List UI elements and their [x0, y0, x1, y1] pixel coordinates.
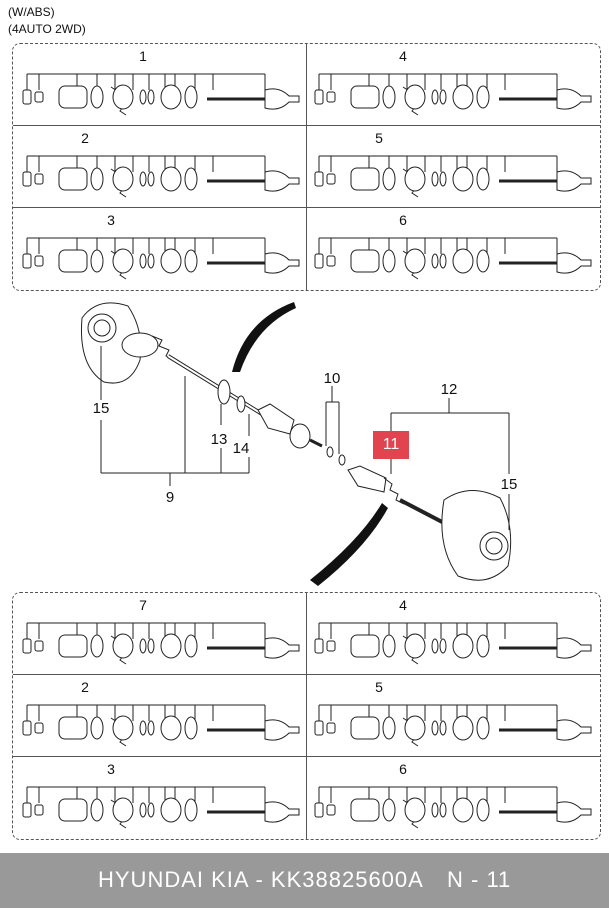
decorative-arc — [232, 302, 296, 372]
left-shaft-highlight — [167, 355, 263, 415]
kit-cell[interactable]: 3 — [15, 757, 309, 843]
driveshaft-kit-icon — [22, 237, 300, 280]
driveshaft-kit-icon — [314, 622, 592, 665]
dust-cover[interactable] — [217, 379, 231, 405]
group-divider — [13, 674, 600, 675]
kit-number: 4 — [399, 597, 407, 613]
right-inner-joint[interactable] — [347, 465, 405, 505]
group-divider — [306, 593, 307, 839]
callout-14: 14 — [232, 440, 250, 457]
driveshaft-kit-icon — [22, 155, 300, 198]
kit-number: 6 — [399, 212, 407, 228]
kit-number: 4 — [399, 48, 407, 64]
kit-cell[interactable]: 3 — [15, 208, 309, 294]
upper-parts-group: 1 4 2 5 3 6 — [12, 43, 601, 291]
driveshaft-kit-icon — [314, 786, 592, 829]
driveshaft-kit-icon — [314, 237, 592, 280]
callout-15-right: 15 — [500, 476, 518, 493]
driveshaft-exploded-diagram — [80, 302, 512, 586]
kit-number: 7 — [139, 597, 147, 613]
callout-12: 12 — [440, 381, 458, 398]
kit-number: 3 — [107, 212, 115, 228]
kit-cell[interactable]: 6 — [307, 757, 601, 843]
lower-parts-group: 7 4 2 5 3 6 — [12, 592, 601, 840]
circlip[interactable] — [326, 446, 334, 458]
driveshaft-kit-icon — [22, 73, 300, 116]
callout-9: 9 — [165, 489, 175, 506]
group-divider — [13, 756, 600, 757]
left-inner-joint[interactable] — [257, 403, 323, 449]
driveshaft-kit-icon — [314, 155, 592, 198]
kit-cell[interactable]: 4 — [307, 44, 601, 130]
group-divider — [306, 44, 307, 290]
driveshaft-kit-icon — [314, 704, 592, 747]
kit-cell[interactable]: 1 — [15, 44, 309, 130]
callout-11-highlight[interactable]: 11 — [373, 431, 409, 459]
kit-cell[interactable]: 2 — [15, 675, 309, 761]
driveshaft-kit-icon — [314, 73, 592, 116]
kit-number: 5 — [375, 130, 383, 146]
callout-15-left: 15 — [92, 400, 110, 417]
group-divider — [13, 207, 600, 208]
driveshaft-kit-icon — [22, 786, 300, 829]
callout-13: 13 — [210, 431, 228, 448]
kit-number: 2 — [81, 679, 89, 695]
kit-number: 3 — [107, 761, 115, 777]
kit-cell[interactable]: 5 — [307, 126, 601, 212]
right-knuckle[interactable] — [441, 490, 512, 581]
group-divider — [13, 125, 600, 126]
retaining-ring[interactable] — [236, 395, 246, 413]
header-drive-note: (4AUTO 2WD) — [8, 22, 86, 36]
footer-bar: HYUNDAI KIA - KK38825600A N - 11 — [0, 853, 609, 908]
kit-cell[interactable]: 5 — [307, 675, 601, 761]
kit-number: 5 — [375, 679, 383, 695]
callout-10: 10 — [323, 370, 341, 387]
header-abs-note: (W/ABS) — [8, 5, 55, 19]
kit-cell[interactable]: 6 — [307, 208, 601, 294]
leader-lines — [100, 346, 510, 530]
left-knuckle[interactable] — [80, 302, 142, 384]
circlip[interactable] — [338, 454, 346, 466]
footer-page-number: N - 11 — [447, 867, 512, 892]
kit-cell[interactable]: 4 — [307, 593, 601, 679]
decorative-arc — [310, 503, 388, 586]
kit-cell[interactable]: 7 — [15, 593, 309, 679]
driveshaft-kit-icon — [22, 704, 300, 747]
kit-number: 2 — [81, 130, 89, 146]
right-shaft[interactable] — [399, 498, 447, 526]
kit-number: 6 — [399, 761, 407, 777]
kit-number: 1 — [139, 48, 147, 64]
footer-part-number: HYUNDAI KIA - KK38825600A — [98, 867, 424, 892]
driveshaft-kit-icon — [22, 622, 300, 665]
kit-cell[interactable]: 2 — [15, 126, 309, 212]
